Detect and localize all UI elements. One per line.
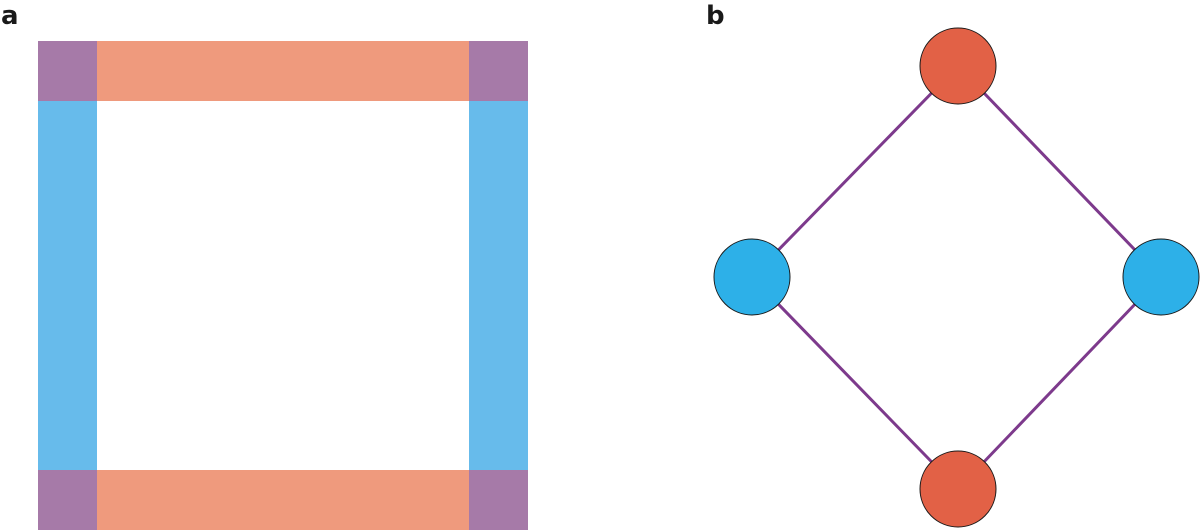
top-band (38, 41, 528, 101)
panel-a-label: a (1, 1, 19, 31)
edge-left-bottom (750, 275, 960, 491)
top-left-overlap (38, 41, 97, 101)
left-band (38, 41, 97, 530)
panel-b-graph (713, 27, 1200, 528)
edge-top-right (956, 64, 1163, 279)
panel-b-label: b (706, 1, 725, 31)
node-bottom (919, 450, 997, 528)
bottom-band (38, 470, 528, 530)
node-left (713, 238, 791, 316)
node-top (919, 27, 997, 105)
top-right-overlap (469, 41, 528, 101)
panel-a-frame (38, 41, 528, 530)
edge-top-left (750, 64, 960, 279)
graph-edges (750, 64, 1163, 491)
bottom-left-overlap (38, 470, 97, 530)
edge-right-bottom (956, 275, 1163, 491)
node-right (1122, 238, 1200, 316)
right-band (469, 41, 528, 530)
bottom-right-overlap (469, 470, 528, 530)
graph-nodes (713, 27, 1200, 528)
